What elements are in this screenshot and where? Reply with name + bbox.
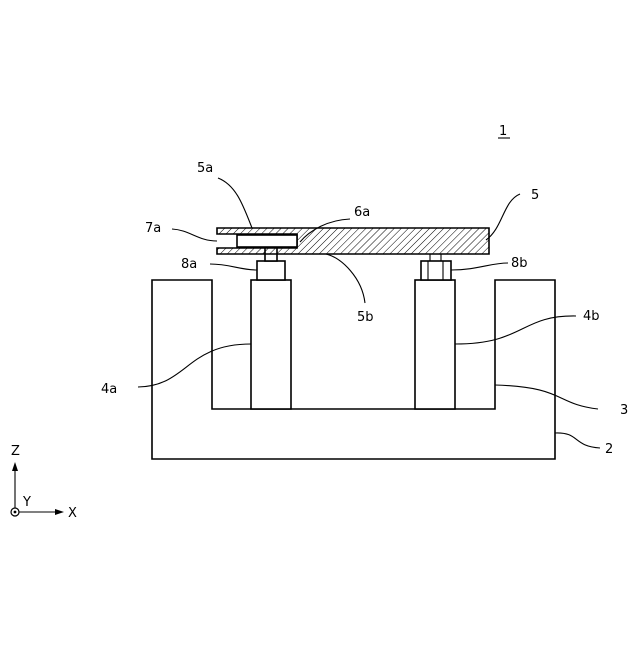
- leader-5a: [218, 178, 252, 228]
- axis-y-label: Y: [22, 495, 31, 510]
- label-8b: 8b: [511, 256, 528, 271]
- label-4b: 4b: [583, 309, 600, 324]
- label-5b: 5b: [357, 310, 374, 325]
- pocket-6a: [237, 235, 297, 247]
- leader-8a: [210, 264, 257, 270]
- leader-8b: [451, 263, 508, 270]
- label-5a: 5a: [197, 161, 213, 176]
- label-2: 2: [605, 442, 613, 457]
- label-3: 3: [620, 403, 628, 418]
- axis-x-label: X: [68, 506, 77, 521]
- base-frame: [152, 280, 555, 459]
- leader-7a: [172, 229, 217, 241]
- leader-2: [555, 433, 600, 448]
- actuator-8a: [257, 261, 285, 280]
- leader-5b: [326, 254, 365, 303]
- figure-number: 1: [499, 124, 507, 139]
- actuator-8b: [421, 261, 451, 280]
- leader-4a: [138, 344, 251, 387]
- leader-5: [486, 194, 520, 240]
- leader-3: [495, 385, 598, 409]
- label-8a: 8a: [181, 257, 197, 272]
- leader-4b: [455, 316, 576, 344]
- column-4b: [415, 280, 455, 409]
- label-4a: 4a: [101, 382, 117, 397]
- axis-z-label: Z: [11, 444, 20, 459]
- label-7a: 7a: [145, 221, 161, 236]
- axis-indicator: [11, 462, 64, 516]
- label-6a: 6a: [354, 205, 370, 220]
- column-4a: [251, 280, 291, 409]
- label-5: 5: [531, 188, 539, 203]
